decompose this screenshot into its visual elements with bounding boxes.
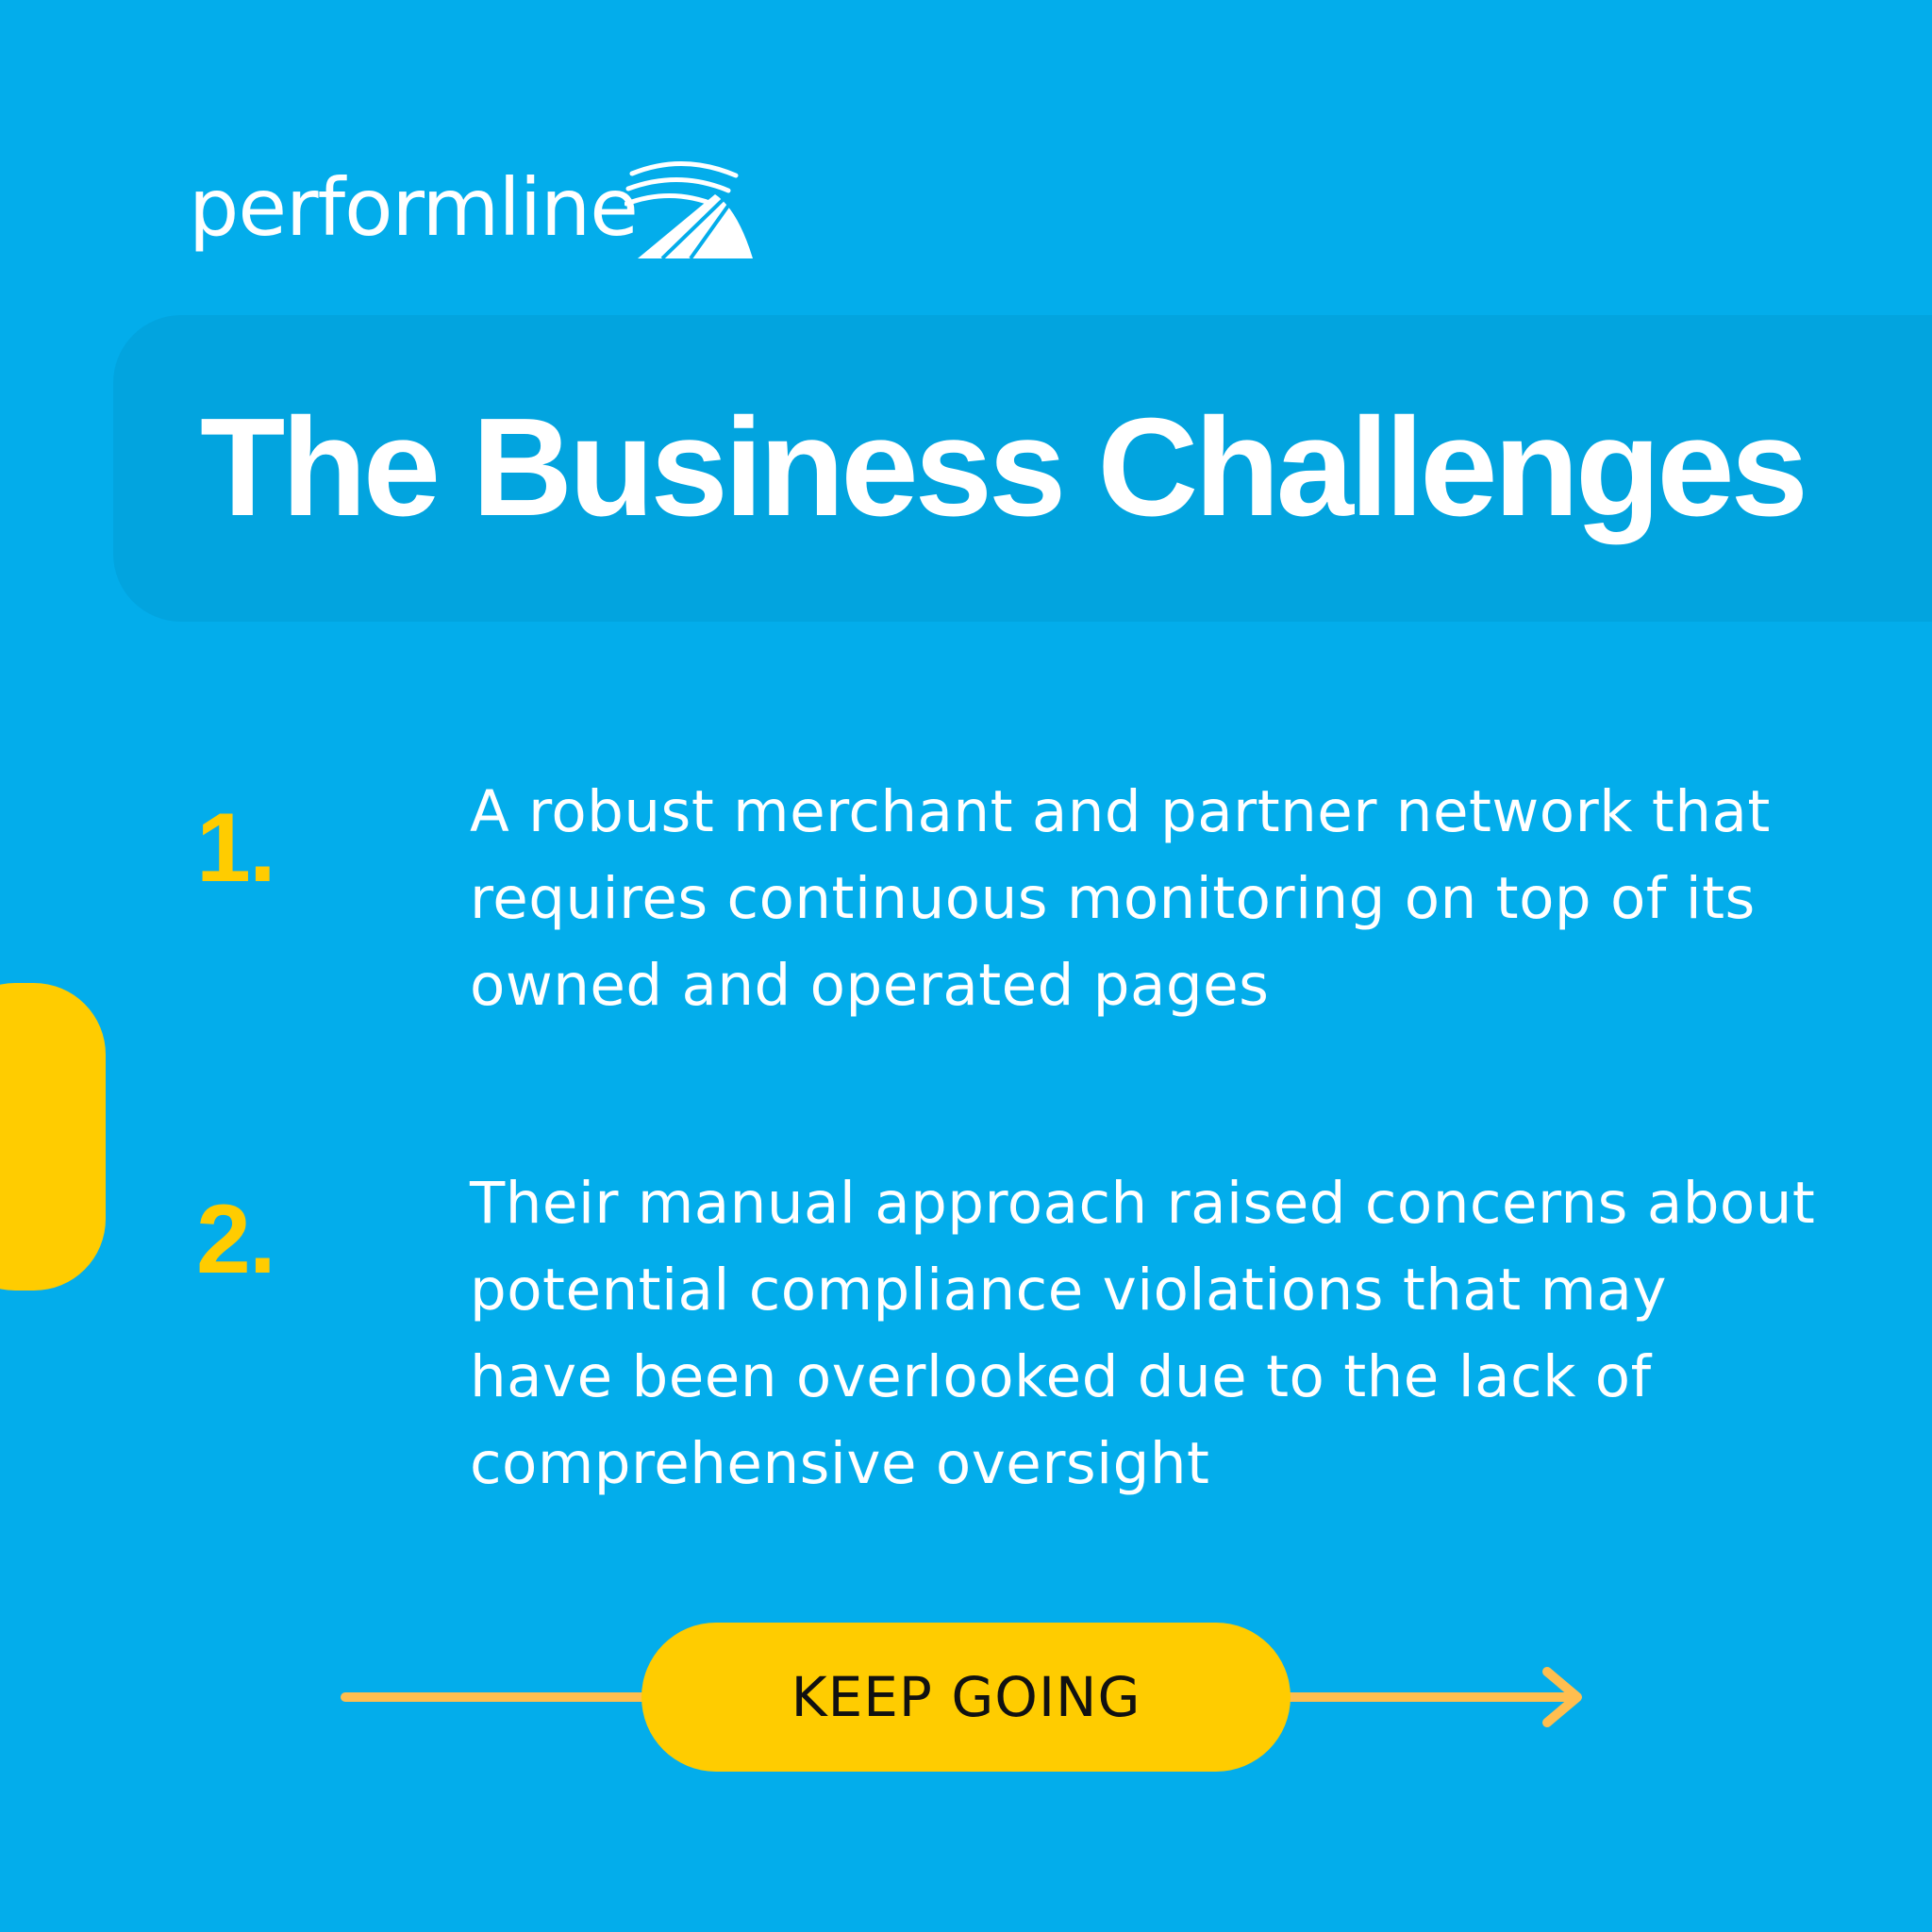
challenge-number: 2. xyxy=(196,1185,276,1294)
brand-logo: performline xyxy=(189,130,757,262)
page-title: The Business Challenges xyxy=(200,390,1808,545)
title-band xyxy=(113,315,1932,622)
challenge-text: A robust merchant and partner network th… xyxy=(470,778,1771,1019)
challenge-number: 1. xyxy=(196,793,276,903)
keep-going-button[interactable]: KEEP GOING xyxy=(641,1623,1291,1772)
brand-wordmark: performline xyxy=(189,161,639,254)
speedometer-arc-icon xyxy=(624,161,753,260)
decorative-side-tab xyxy=(0,983,106,1291)
challenge-text: Their manual approach raised concerns ab… xyxy=(470,1170,1816,1497)
